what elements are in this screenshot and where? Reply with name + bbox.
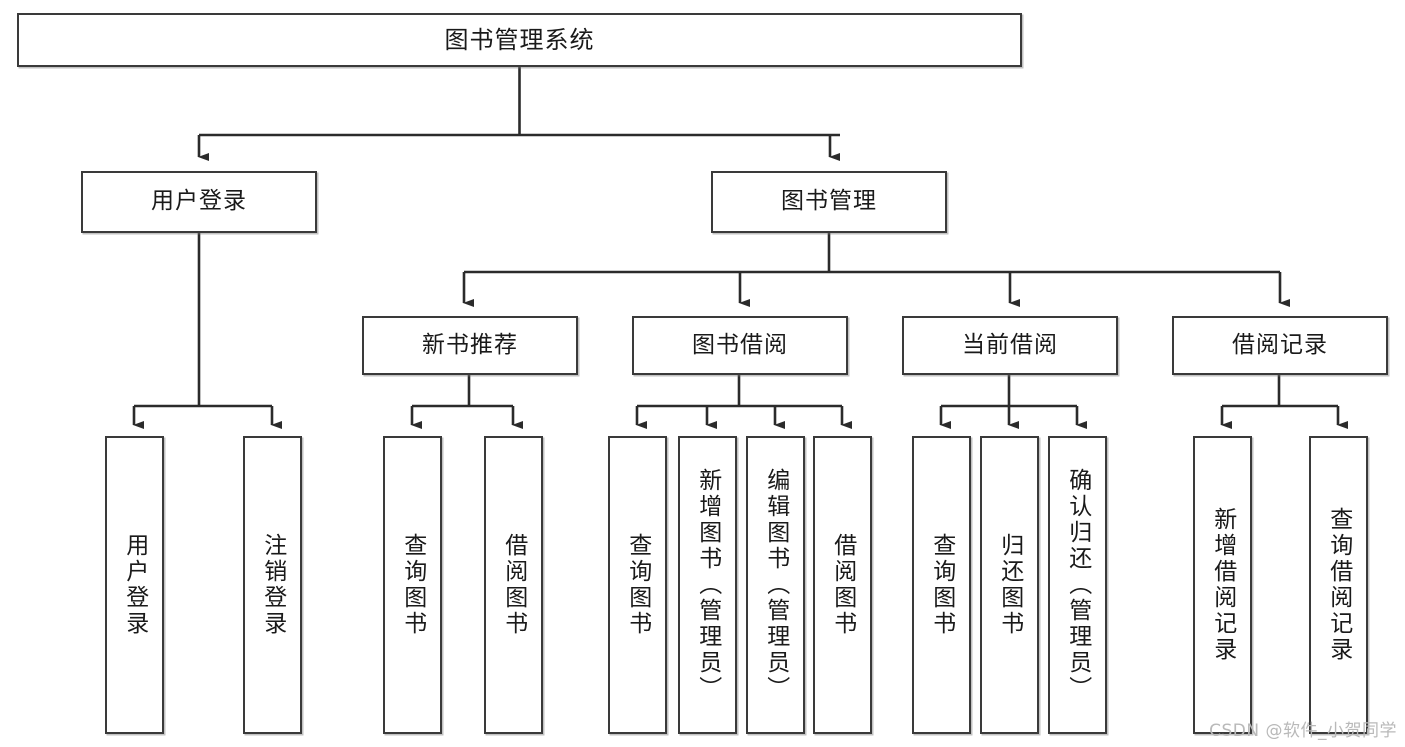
node-label: 图书借阅 [692, 331, 788, 358]
node-label: 新增图书（管理员） [694, 468, 721, 702]
node-leaf-return-book[interactable]: 归还图书 [980, 436, 1039, 734]
node-label: 归还图书 [996, 533, 1023, 637]
node-new-book-recommend[interactable]: 新书推荐 [362, 316, 578, 375]
node-book-borrow[interactable]: 图书借阅 [632, 316, 848, 375]
node-leaf-logout[interactable]: 注销登录 [243, 436, 302, 734]
csdn-watermark: CSDN @软件_小贺同学 [1209, 721, 1397, 741]
node-root-system[interactable]: 图书管理系统 [17, 13, 1022, 67]
node-leaf-add-book-admin[interactable]: 新增图书（管理员） [678, 436, 737, 734]
node-borrow-record[interactable]: 借阅记录 [1172, 316, 1388, 375]
node-label: 当前借阅 [962, 331, 1058, 358]
node-label: 新书推荐 [422, 331, 518, 358]
node-label: 图书管理系统 [444, 25, 595, 54]
node-label: 编辑图书（管理员） [762, 468, 789, 702]
node-label: 注销登录 [259, 533, 286, 637]
node-leaf-add-borrow-record[interactable]: 新增借阅记录 [1193, 436, 1252, 734]
node-leaf-user-login[interactable]: 用户登录 [105, 436, 164, 734]
node-label: 图书管理 [781, 188, 877, 215]
node-label: 借阅记录 [1232, 331, 1328, 358]
node-label: 借阅图书 [500, 533, 527, 637]
node-leaf-confirm-return-admin[interactable]: 确认归还（管理员） [1048, 436, 1107, 734]
node-leaf-query-book-current[interactable]: 查询图书 [912, 436, 971, 734]
node-leaf-edit-book-admin[interactable]: 编辑图书（管理员） [746, 436, 805, 734]
node-label: 确认归还（管理员） [1064, 468, 1091, 702]
node-label: 用户登录 [151, 188, 247, 215]
node-label: 新增借阅记录 [1209, 507, 1236, 663]
node-label: 查询图书 [399, 533, 426, 637]
node-leaf-borrow-book-recommend[interactable]: 借阅图书 [484, 436, 543, 734]
node-label: 查询借阅记录 [1325, 507, 1352, 663]
node-label: 查询图书 [624, 533, 651, 637]
node-label: 用户登录 [121, 533, 148, 637]
node-book-management[interactable]: 图书管理 [711, 171, 947, 233]
node-leaf-query-book-recommend[interactable]: 查询图书 [383, 436, 442, 734]
node-current-borrow[interactable]: 当前借阅 [902, 316, 1118, 375]
node-label: 查询图书 [928, 533, 955, 637]
node-label: 借阅图书 [829, 533, 856, 637]
node-leaf-query-borrow-record[interactable]: 查询借阅记录 [1309, 436, 1368, 734]
node-leaf-query-book-borrow[interactable]: 查询图书 [608, 436, 667, 734]
node-user-login[interactable]: 用户登录 [81, 171, 317, 233]
node-leaf-borrow-book[interactable]: 借阅图书 [813, 436, 872, 734]
